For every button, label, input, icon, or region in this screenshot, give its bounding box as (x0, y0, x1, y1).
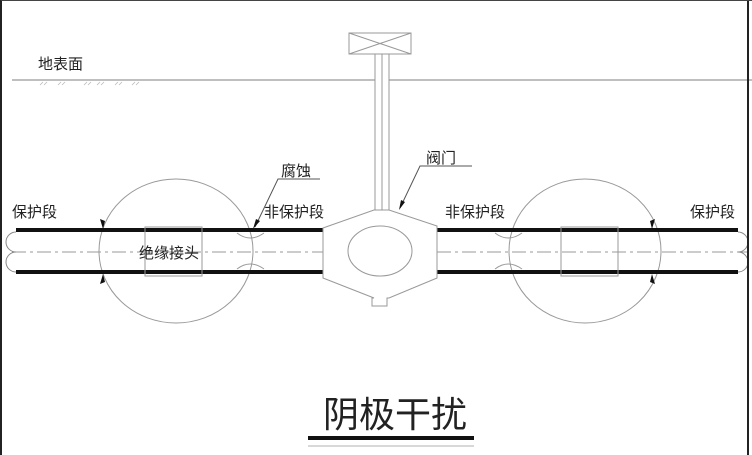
unprotected-section-right-label: 非保护段 (445, 203, 505, 221)
valve-label: 阀门 (426, 149, 456, 167)
protected-section-right-label: 保护段 (690, 203, 735, 221)
ground-surface-label: 地表面 (38, 55, 83, 73)
unprotected-section-left-label: 非保护段 (264, 203, 324, 221)
insulating-joint-label: 绝缘接头 (139, 244, 199, 262)
leader-lines (254, 165, 472, 228)
valve (322, 32, 438, 307)
corrosion-label: 腐蚀 (281, 162, 311, 180)
insulating-joint-left (144, 226, 203, 277)
right-current-loop (508, 178, 662, 324)
current-arrow-icons (100, 219, 655, 284)
leader-arrow-icons (253, 200, 405, 229)
corrosion-spots (236, 232, 523, 270)
left-current-loop (98, 178, 254, 324)
protected-section-left-label: 保护段 (12, 203, 57, 221)
insulating-joint-right (560, 226, 619, 277)
pipeline (5, 228, 749, 274)
diagram-title: 阴极干扰 (323, 395, 467, 436)
